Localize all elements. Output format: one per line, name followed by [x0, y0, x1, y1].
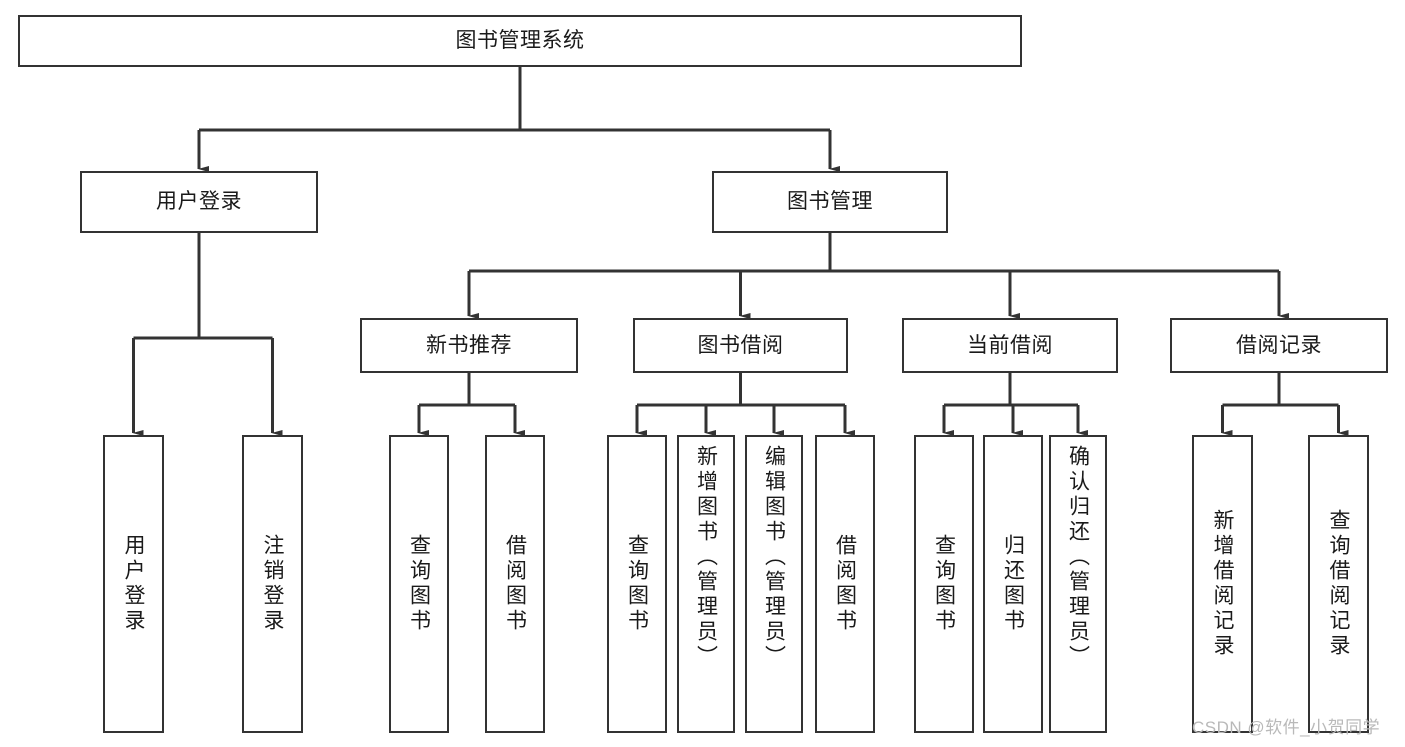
node-leaf-edit-book-admin[interactable]: 编辑图书（管理员） [745, 435, 803, 733]
csdn-watermark: CSDN @软件_小贺同学 [1192, 718, 1381, 737]
node-label-leaf-return-book: 归还图书 [1001, 534, 1025, 634]
node-label-leaf-borrow-book-1: 借阅图书 [503, 534, 527, 634]
node-label-book-borrow: 图书借阅 [697, 333, 784, 357]
node-label-user-login: 用户登录 [156, 190, 242, 214]
node-borrow-records[interactable]: 借阅记录 [1170, 318, 1388, 373]
node-label-leaf-query-book-2: 查询图书 [625, 534, 649, 634]
node-leaf-query-book-1[interactable]: 查询图书 [389, 435, 449, 733]
node-label-borrow-records: 借阅记录 [1236, 333, 1322, 357]
node-leaf-user-logout[interactable]: 注销登录 [242, 435, 303, 733]
node-label-leaf-add-book-admin: 新增图书（管理员） [694, 445, 718, 670]
node-book-management[interactable]: 图书管理 [712, 171, 948, 233]
node-label-leaf-query-borrow-record: 查询借阅记录 [1327, 509, 1350, 659]
node-label-leaf-user-logout: 注销登录 [261, 534, 284, 634]
node-label-leaf-borrow-book-2: 借阅图书 [833, 534, 857, 634]
node-label-leaf-query-book-3: 查询图书 [932, 534, 956, 634]
node-label-leaf-user-login: 用户登录 [122, 534, 145, 634]
node-leaf-user-login[interactable]: 用户登录 [103, 435, 164, 733]
node-current-borrow[interactable]: 当前借阅 [902, 318, 1118, 373]
node-label-root: 图书管理系统 [455, 29, 585, 53]
node-leaf-query-book-3[interactable]: 查询图书 [914, 435, 974, 733]
node-leaf-borrow-book-1[interactable]: 借阅图书 [485, 435, 545, 733]
node-leaf-query-borrow-record[interactable]: 查询借阅记录 [1308, 435, 1369, 733]
node-leaf-add-book-admin[interactable]: 新增图书（管理员） [677, 435, 735, 733]
node-leaf-confirm-return-admin[interactable]: 确认归还（管理员） [1049, 435, 1107, 733]
node-book-borrow[interactable]: 图书借阅 [633, 318, 848, 373]
node-label-leaf-confirm-return-admin: 确认归还（管理员） [1066, 445, 1090, 670]
node-new-book-recommend[interactable]: 新书推荐 [360, 318, 578, 373]
node-leaf-borrow-book-2[interactable]: 借阅图书 [815, 435, 875, 733]
node-label-leaf-add-borrow-record: 新增借阅记录 [1211, 509, 1234, 659]
node-label-new-book-recommend: 新书推荐 [426, 333, 512, 357]
node-leaf-return-book[interactable]: 归还图书 [983, 435, 1043, 733]
node-root[interactable]: 图书管理系统 [18, 15, 1022, 67]
node-label-leaf-edit-book-admin: 编辑图书（管理员） [762, 445, 786, 670]
node-label-current-borrow: 当前借阅 [967, 333, 1053, 357]
node-user-login[interactable]: 用户登录 [80, 171, 318, 233]
node-leaf-add-borrow-record[interactable]: 新增借阅记录 [1192, 435, 1253, 733]
node-label-leaf-query-book-1: 查询图书 [407, 534, 431, 634]
node-leaf-query-book-2[interactable]: 查询图书 [607, 435, 667, 733]
node-label-book-management: 图书管理 [787, 190, 873, 214]
